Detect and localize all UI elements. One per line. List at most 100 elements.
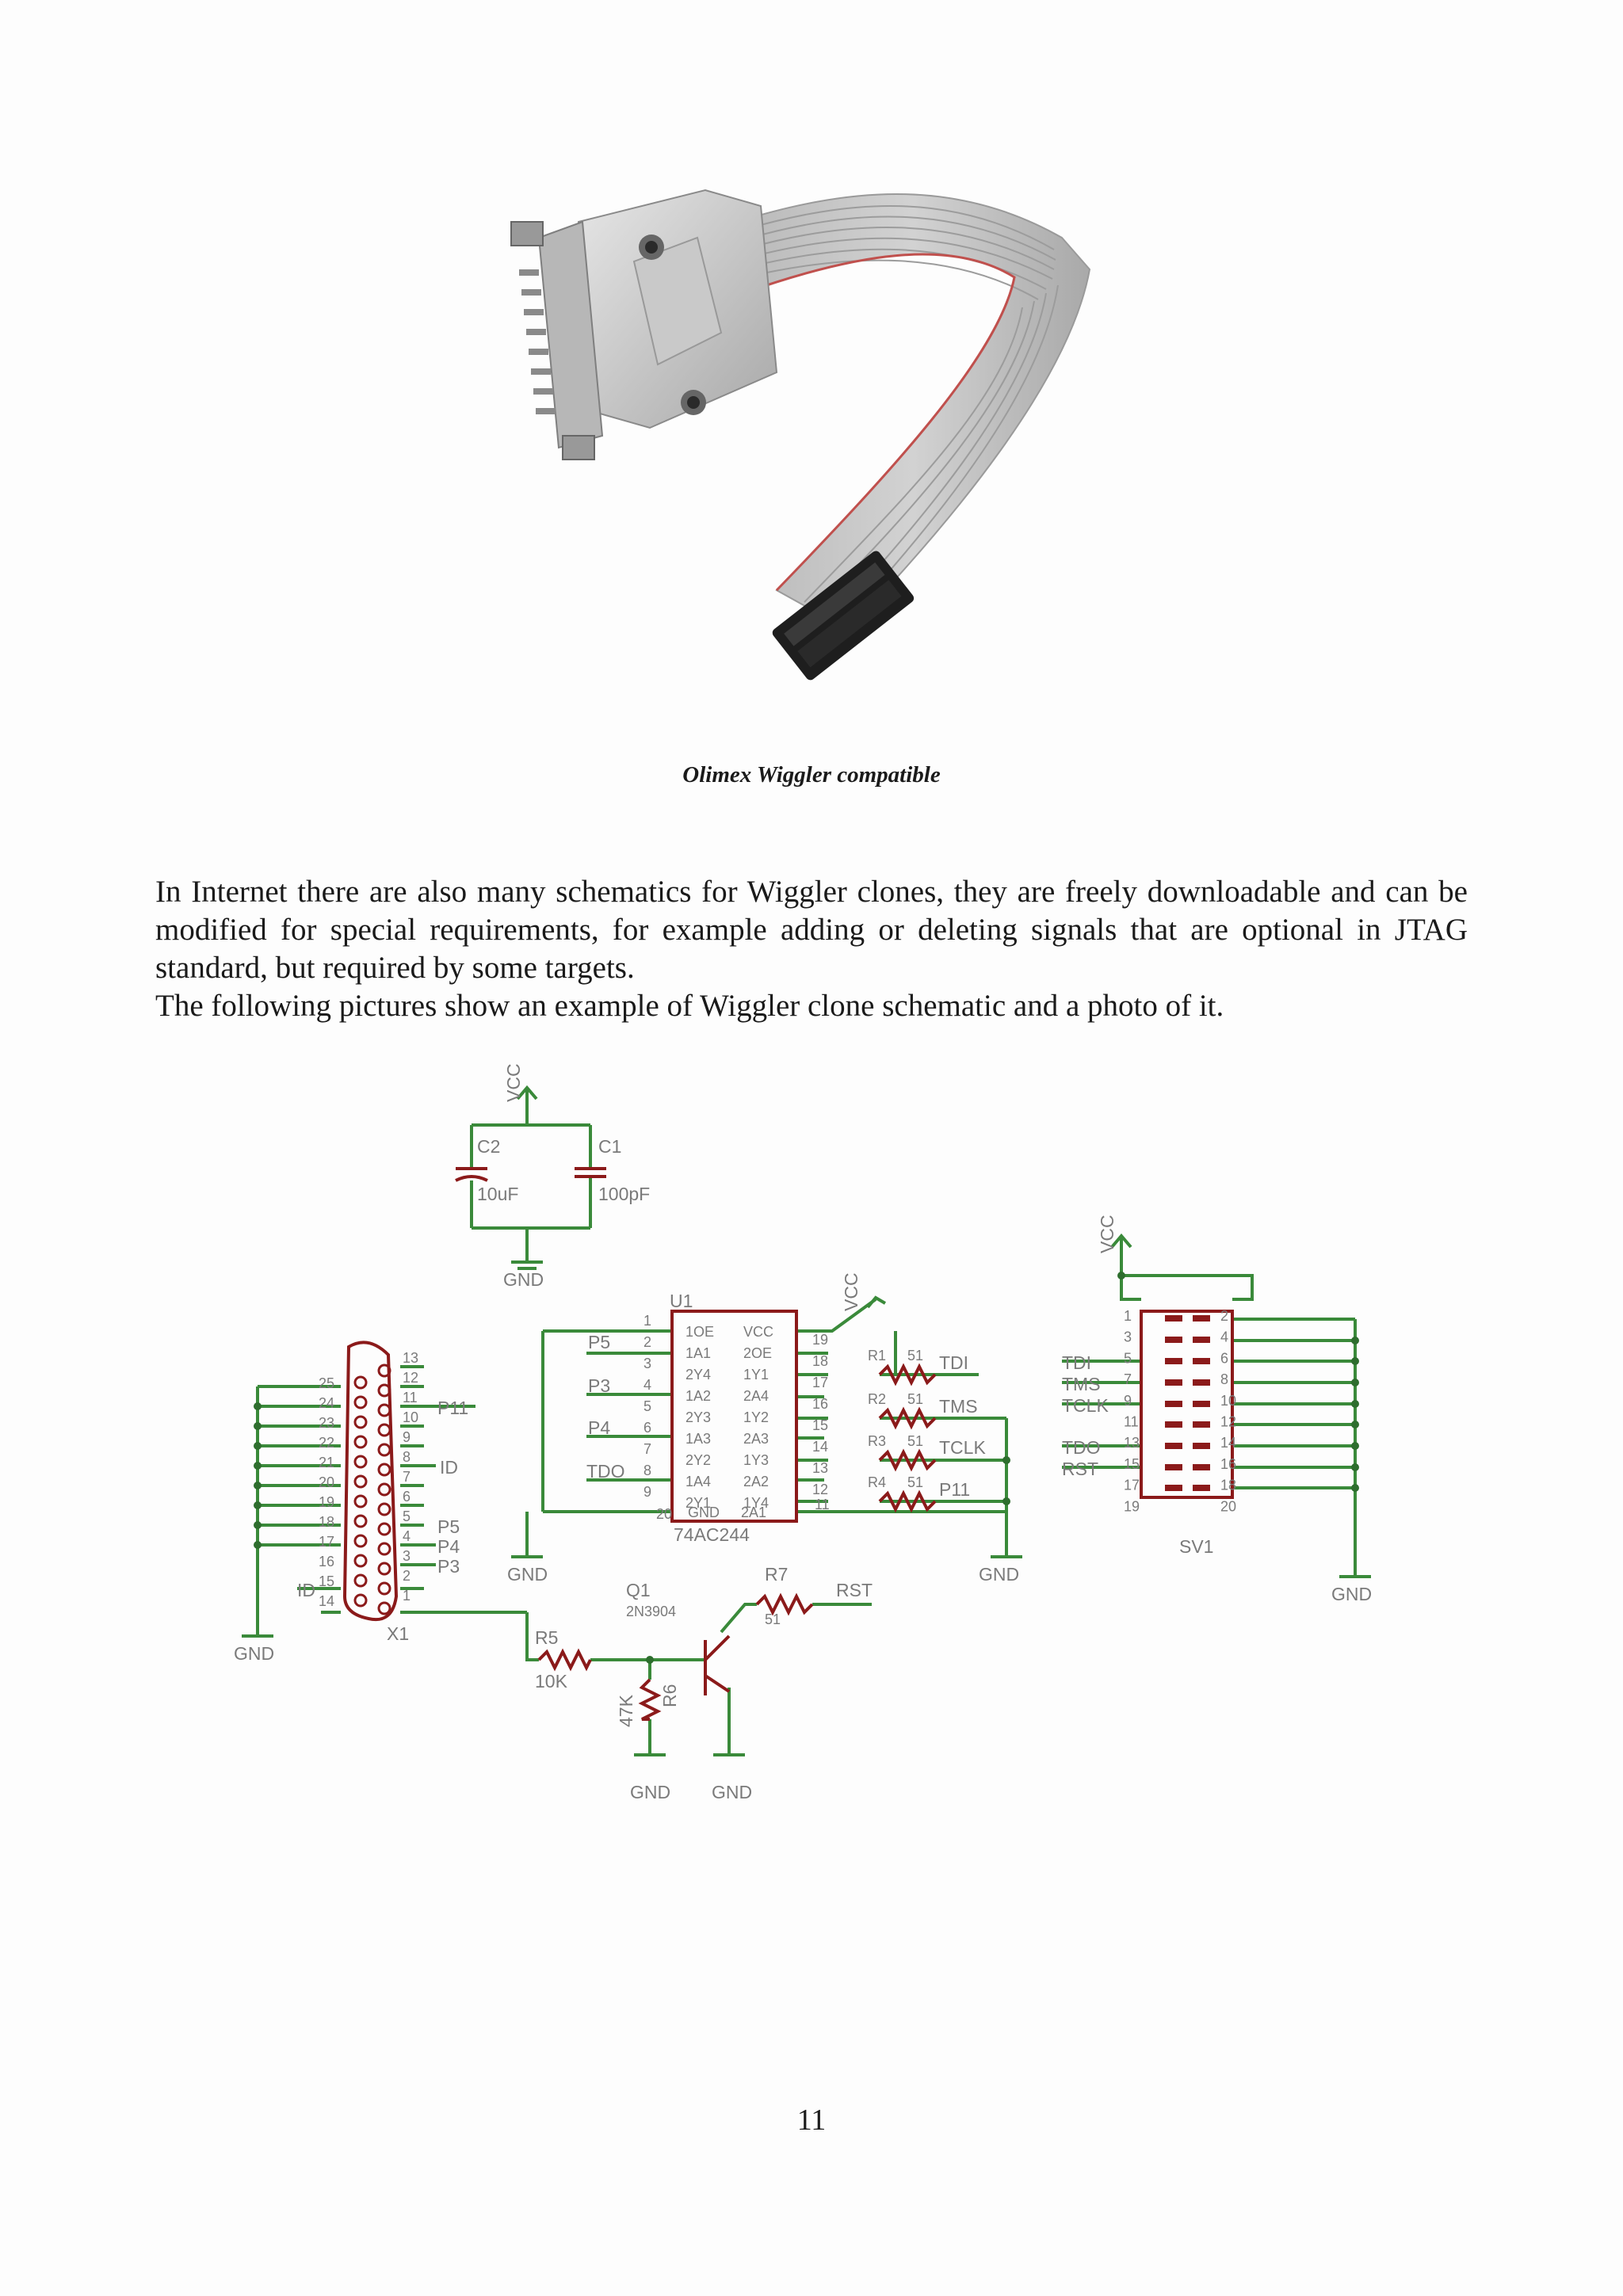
- u1-pin-name: 1A3: [685, 1431, 711, 1447]
- sv1-pin-number: 17: [1124, 1478, 1140, 1493]
- sv1-pin-number: 14: [1220, 1435, 1236, 1451]
- net-label: TDO: [1062, 1437, 1101, 1458]
- gnd-label: GND: [234, 1643, 274, 1664]
- db25-pin-number: 4: [403, 1528, 411, 1544]
- q1-label: Q1: [626, 1580, 651, 1600]
- u1-pin-number: 5: [643, 1398, 651, 1414]
- gnd-label: GND: [1331, 1584, 1372, 1604]
- u1-2a1-pin: 2A1: [741, 1505, 766, 1520]
- db25-pin-number: 19: [319, 1494, 334, 1510]
- net-label: ID: [440, 1457, 458, 1478]
- u1-pin-name: 2Y4: [685, 1367, 711, 1383]
- r6-label: R6: [659, 1684, 680, 1707]
- u1-pin-name: 2A2: [743, 1474, 769, 1489]
- u1-pin-name: 1A1: [685, 1345, 711, 1361]
- db25-pin-number: 12: [403, 1370, 418, 1386]
- db25-pin-number: 2: [403, 1568, 411, 1584]
- net-label: RST: [836, 1580, 873, 1600]
- sv1-pin-number: 3: [1124, 1329, 1132, 1345]
- vcc-label: VCC: [503, 1063, 524, 1102]
- sv1-pin-number: 8: [1220, 1371, 1228, 1387]
- r1-label: R1: [868, 1348, 886, 1363]
- paragraph: In Internet there are also many schemati…: [155, 875, 1468, 985]
- q1-part: 2N3904: [626, 1604, 676, 1619]
- net-label: P3: [588, 1375, 610, 1396]
- net-label: P4: [437, 1536, 460, 1557]
- sv1-pin-number: 10: [1220, 1393, 1236, 1409]
- u1-gnd-pin: GND: [688, 1505, 720, 1520]
- r3-label: R3: [868, 1433, 886, 1449]
- u1-pin-number: 12: [812, 1482, 828, 1497]
- u1-pin-number: 8: [643, 1463, 651, 1478]
- net-label: RST: [1062, 1459, 1098, 1479]
- sv1-pin-number: 15: [1124, 1456, 1140, 1472]
- net-label: P11: [939, 1479, 970, 1500]
- db25-pin-number: 17: [319, 1534, 334, 1550]
- u1-pin-number: 11: [815, 1497, 830, 1512]
- u1-pin-number: 15: [812, 1417, 828, 1433]
- gnd-label: GND: [630, 1782, 670, 1802]
- u1-pin-name: 2A3: [743, 1431, 769, 1447]
- db25-pin-number: 14: [319, 1593, 334, 1609]
- sv1-pin-number: 9: [1124, 1393, 1132, 1409]
- sv1-pin-number: 5: [1124, 1350, 1132, 1366]
- u1-pin-number: 7: [643, 1441, 651, 1457]
- u1-pin-number: 1: [643, 1313, 651, 1329]
- sv1-pin-number: 6: [1220, 1350, 1228, 1366]
- r6-value: 47K: [616, 1694, 636, 1727]
- u1-pin-number: 6: [643, 1420, 651, 1436]
- u1-pin-name: 1Y3: [743, 1452, 769, 1468]
- gnd-label: GND: [503, 1269, 544, 1290]
- sv1-pin-number: 19: [1124, 1498, 1140, 1514]
- u1-pin-number: 18: [812, 1353, 828, 1369]
- x1-label: X1: [387, 1623, 409, 1644]
- u1-pin-name: 2Y1: [685, 1495, 711, 1511]
- sv1-pin-number: 20: [1220, 1498, 1236, 1514]
- sv1-pin-number: 1: [1124, 1308, 1132, 1324]
- net-label: TCLK: [1062, 1395, 1109, 1416]
- sv1-pin-number: 4: [1220, 1329, 1228, 1345]
- r1-value: 51: [907, 1348, 923, 1363]
- gnd-label: GND: [979, 1564, 1019, 1585]
- net-label: P3: [437, 1556, 460, 1577]
- u1-label: U1: [670, 1291, 693, 1311]
- u1-pin-number: 14: [812, 1439, 828, 1455]
- u1-pin-name: 2Y3: [685, 1409, 711, 1425]
- sv1-pin-number: 11: [1124, 1414, 1139, 1430]
- u1-pin-number: 17: [812, 1375, 828, 1390]
- net-label: TMS: [939, 1396, 978, 1417]
- u1-pin-number: 20: [656, 1506, 672, 1522]
- r2-label: R2: [868, 1391, 886, 1407]
- sv1-pin-number: 18: [1220, 1478, 1236, 1493]
- u1-pin-name: 1A2: [685, 1388, 711, 1404]
- page-number: 11: [796, 2103, 827, 2137]
- net-label: TMS: [1062, 1374, 1101, 1394]
- db25-pin-number: 24: [319, 1395, 334, 1411]
- net-label: ID: [297, 1580, 315, 1600]
- db25-pin-number: 23: [319, 1415, 334, 1431]
- r2-value: 51: [907, 1391, 923, 1407]
- u1-pin-name: 1Y1: [743, 1367, 769, 1383]
- gnd-label: GND: [712, 1782, 752, 1802]
- net-label: P5: [437, 1516, 460, 1537]
- sv1-pin-number: 12: [1220, 1414, 1236, 1430]
- wiggler-schematic: VCC VCC VCC GND GND GND GND GND GND GND …: [234, 1063, 1372, 1802]
- r4-label: R4: [868, 1474, 886, 1490]
- db25-pin-number: 7: [403, 1469, 411, 1485]
- db25-pin-number: 25: [319, 1375, 334, 1391]
- db25-pin-number: 21: [319, 1455, 334, 1470]
- sv1-pin-number: 16: [1220, 1456, 1236, 1472]
- db25-pin-number: 6: [403, 1489, 411, 1505]
- db25-pin-number: 13: [403, 1350, 418, 1366]
- net-label: P11: [437, 1398, 468, 1418]
- u1-pin-name: 1Y2: [743, 1409, 769, 1425]
- sv1-pin-number: 7: [1124, 1371, 1132, 1387]
- net-label: TDI: [1062, 1352, 1091, 1373]
- r7-value: 51: [765, 1611, 781, 1627]
- db25-pin-number: 11: [403, 1390, 418, 1405]
- r4-value: 51: [907, 1474, 923, 1490]
- u1-pin-name: VCC: [743, 1324, 773, 1340]
- db25-pin-number: 8: [403, 1449, 411, 1465]
- u1-part: 74AC244: [674, 1524, 750, 1545]
- u1-pin-number: 9: [643, 1484, 651, 1500]
